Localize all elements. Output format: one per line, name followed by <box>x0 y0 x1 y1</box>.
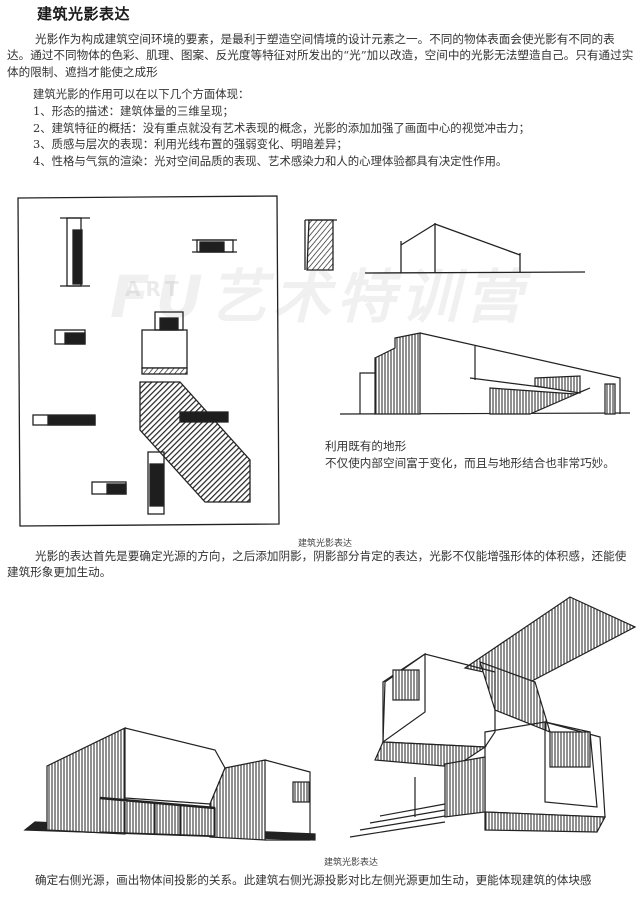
roles-list: 建筑光影的作用可以在以下几个方面体现： 1、形态的描述：建筑体量的三维呈现； 2… <box>33 86 530 170</box>
terrain-note: 利用既有的地形 不仅使内部空间富于变化，而且与地形结合也非常巧妙。 <box>325 438 615 471</box>
right-light-paragraph: 确定右侧光源，画出物体间投影的关系。此建筑右侧光源投影对比左侧光源更加生动，更能… <box>35 873 592 887</box>
figure-caption-2: 建筑光影表达 <box>324 858 379 868</box>
section-elevation-sketch <box>304 219 586 274</box>
list-item: 3、质感与层次的表现：利用光线布置的强弱变化、明暗差异； <box>33 137 348 152</box>
list-intro: 建筑光影的作用可以在以下几个方面体现： <box>33 87 250 101</box>
plan-shadow-sketch <box>17 195 280 527</box>
note-heading: 利用既有的地形 <box>325 439 407 453</box>
cantilever-boxes-sketch <box>349 596 637 838</box>
page-title: 建筑光影表达 <box>37 5 131 23</box>
list-item: 1、形态的描述：建筑体量的三维呈现； <box>33 103 234 118</box>
note-body: 不仅使内部空间富于变化，而且与地形结合也非常巧妙。 <box>325 455 615 470</box>
list-item: 2、建筑特征的概括：没有重点就没有艺术表现的概念，光影的添加加强了画面中心的视觉… <box>33 120 531 135</box>
intro-paragraph: 光影作为构成建筑空间环境的要素，是最利于塑造空间情境的设计元素之一。不同的物体表… <box>7 32 634 79</box>
low-building-sketch <box>23 727 316 841</box>
list-item: 4、性格与气氛的渲染：光对空间品质的表现、艺术感染力和人的心理体验都具有决定性作… <box>33 154 508 169</box>
figure-caption: 建筑光影表达 <box>298 539 353 549</box>
watermark-small: ART <box>125 277 184 301</box>
terrain-building-sketch <box>339 332 631 415</box>
light-source-paragraph: 光影的表达首先是要确定光源的方向，之后添加阴影，阴影部分肯定的表达，光影不仅能增… <box>7 549 627 580</box>
